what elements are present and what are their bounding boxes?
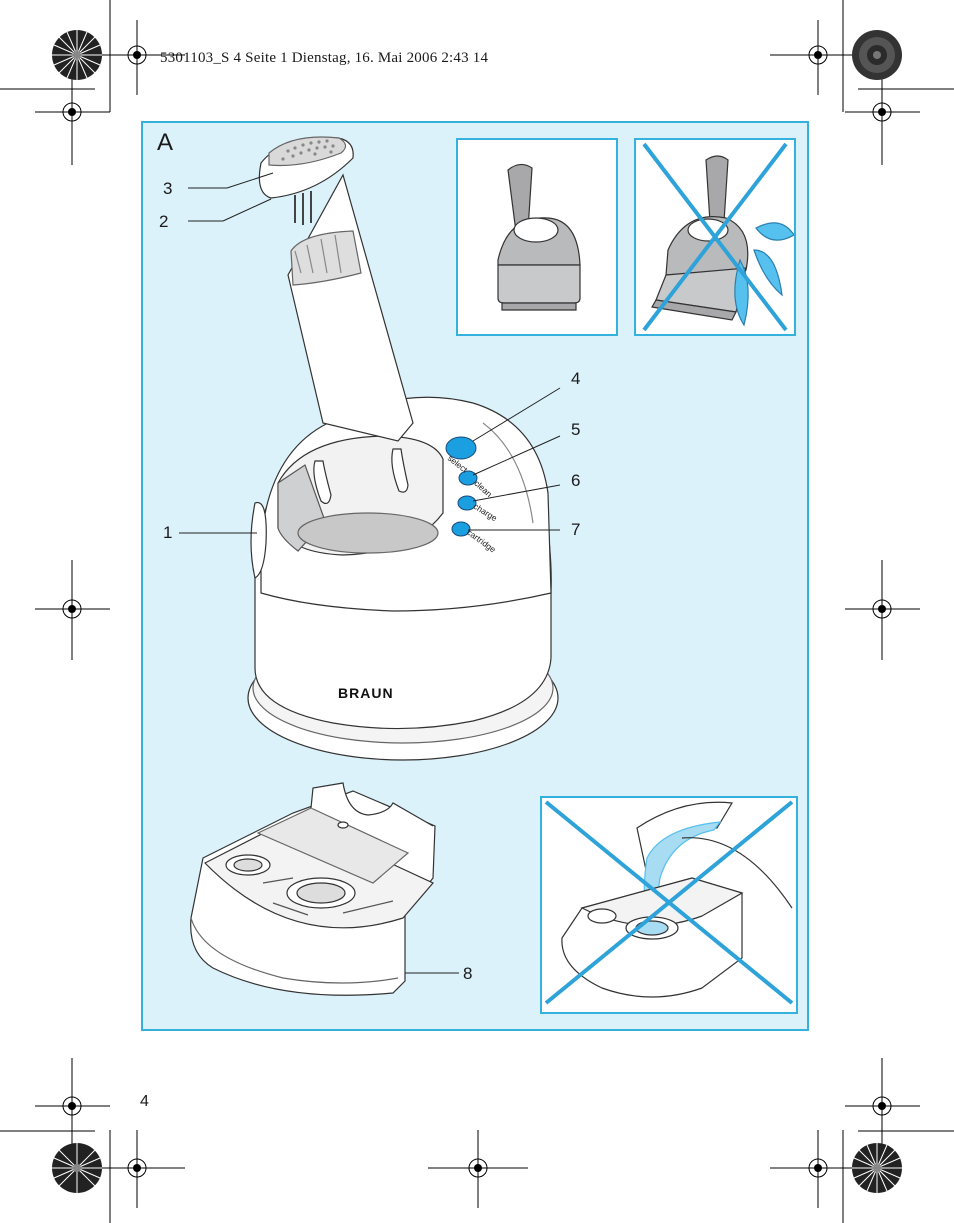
inset-shaver-no-water bbox=[634, 138, 796, 336]
cleaning-station-illustration bbox=[179, 136, 561, 996]
color-target-top-left bbox=[52, 30, 102, 80]
color-target-top-right bbox=[852, 30, 902, 80]
inset-shaver-correct bbox=[456, 138, 618, 336]
inset-cartridge-no-fill bbox=[540, 796, 798, 1014]
figure-panel: A 3 2 1 4 5 6 7 8 select clean charge ca… bbox=[141, 121, 809, 1031]
crosshair-top-right bbox=[770, 20, 858, 95]
cleaning-station bbox=[247, 396, 559, 761]
cartridge-button bbox=[451, 521, 471, 537]
brand-logo: BRAUN bbox=[338, 685, 394, 701]
page-number: 4 bbox=[140, 1093, 149, 1110]
callout-2: 2 bbox=[159, 212, 169, 231]
callout-1: 1 bbox=[163, 523, 173, 542]
control-buttons bbox=[445, 436, 478, 537]
callout-4: 4 bbox=[571, 369, 581, 388]
section-letter: A bbox=[157, 129, 174, 156]
callout-6: 6 bbox=[571, 471, 581, 490]
callout-7: 7 bbox=[571, 520, 581, 539]
shaver-handle bbox=[258, 136, 414, 442]
callout-8: 8 bbox=[463, 964, 473, 983]
charge-button bbox=[457, 495, 477, 511]
callout-3: 3 bbox=[163, 179, 173, 198]
clean-button bbox=[458, 470, 478, 486]
color-target-bottom-right bbox=[852, 1143, 902, 1193]
select-button bbox=[445, 436, 477, 460]
print-header: 5301103_S 4 Seite 1 Dienstag, 16. Mai 20… bbox=[160, 50, 489, 66]
color-target-bottom-left bbox=[52, 1143, 102, 1193]
callout-5: 5 bbox=[571, 420, 581, 439]
leader-lines bbox=[179, 172, 561, 974]
cleaning-cartridge bbox=[190, 782, 436, 996]
